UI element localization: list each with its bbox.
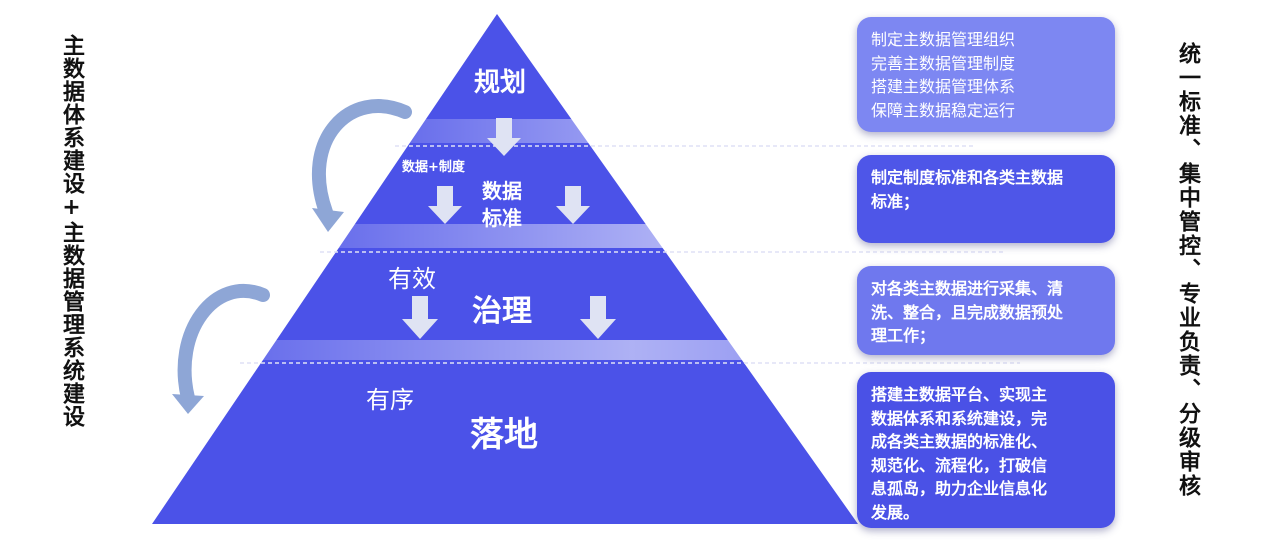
level-label-governance: 治理 (472, 294, 532, 329)
down-arrow-icon (556, 186, 590, 224)
box-line: 发展。 (871, 502, 920, 522)
box-line: 搭建主数据管理体系 (871, 77, 1016, 96)
curved-arrow-head (312, 208, 344, 232)
curved-arrows (172, 99, 412, 414)
box-line: 数据体系和系统建设，完 (871, 408, 1048, 428)
box-line: 洗、整合，且完成数据预处 (871, 302, 1064, 322)
level-label-planning: 规划 (474, 68, 527, 98)
description-box-standard: 制定制度标准和各类主数据 标准； (857, 155, 1115, 243)
level-prefix-effective: 有效 (388, 265, 436, 293)
box-line: 息孤岛，助力企业信息化 (871, 479, 1048, 498)
curved-arrow-icon (177, 283, 270, 405)
description-box-planning: 制定主数据管理组织 完善主数据管理制度 搭建主数据管理体系 保障主数据稳定运行 (857, 17, 1115, 132)
separator-band (242, 340, 1022, 360)
description-box-landing: 搭建主数据平台、实现主 数据体系和系统建设，完 成各类主数据的标准化、 规范化、… (857, 372, 1115, 528)
down-arrows (402, 118, 616, 339)
box-line: 搭建主数据平台、实现主 (871, 385, 1048, 404)
level-prefix-orderly: 有序 (366, 386, 414, 414)
box-line: 制定制度标准和各类主数据 (871, 168, 1064, 187)
pyramid-shape (152, 14, 858, 524)
box-line: 保障主数据稳定运行 (871, 100, 1016, 120)
curved-arrow-icon (311, 99, 412, 219)
right-vertical-title: 统一标准、集中管控、专业负责、分级审核 (1175, 42, 1200, 498)
level-label-data-line1: 数据 (482, 179, 522, 203)
down-arrow-icon (402, 296, 438, 339)
left-vertical-title: 主数据体系建设+主数据管理系统建设 (59, 34, 84, 428)
box-line: 标准； (871, 191, 920, 211)
down-arrow-icon (428, 186, 462, 224)
down-arrow-icon (580, 296, 616, 339)
curved-arrow-head (172, 394, 204, 414)
box-line: 规范化、流程化，打破信 (871, 455, 1048, 475)
box-line: 完善主数据管理制度 (871, 53, 1016, 73)
box-line: 理工作； (871, 326, 936, 345)
level-side-label: 数据+制度 (402, 160, 465, 175)
level-label-data-line2: 标准 (482, 206, 522, 230)
box-line: 成各类主数据的标准化、 (871, 432, 1048, 451)
description-box-governance: 对各类主数据进行采集、清 洗、整合，且完成数据预处 理工作； (857, 266, 1115, 355)
down-arrow-icon (487, 118, 521, 156)
box-line: 对各类主数据进行采集、清 (871, 279, 1064, 298)
level-label-landing: 落地 (470, 415, 538, 455)
box-line: 制定主数据管理组织 (871, 30, 1016, 49)
